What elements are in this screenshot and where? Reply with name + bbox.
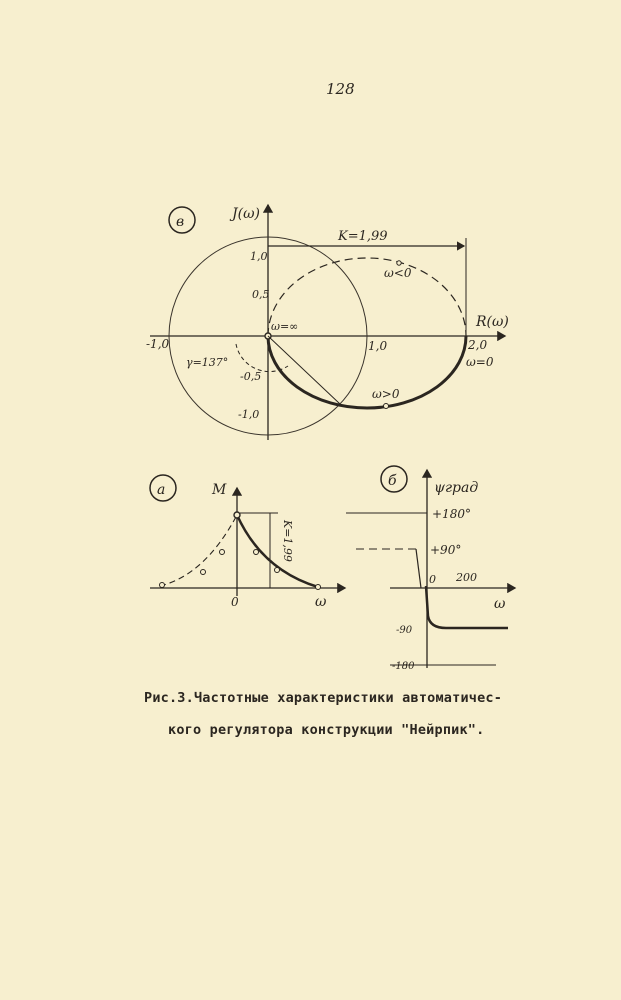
amp-origin: 0 <box>231 595 239 609</box>
tick-y-m1: -1,0 <box>238 408 259 421</box>
omega-inf-label: ω=∞ <box>271 320 298 333</box>
panel-label-b: б <box>388 473 397 489</box>
amp-x-label: ω <box>315 594 327 610</box>
amp-k-label: K=1,99 <box>281 519 294 562</box>
amp-pt-6 <box>315 584 321 590</box>
tick-x-m1: -1,0 <box>146 337 170 351</box>
page-number: 128 <box>326 80 355 98</box>
tick-y-1: 1,0 <box>250 250 268 263</box>
tick-m90: -90 <box>396 625 413 636</box>
diagram-v: в J(ω) R(ω) K=1,99 1,0 0,5 <box>146 203 509 440</box>
phase-margin-arc <box>235 343 289 373</box>
amp-pt-4 <box>253 549 259 555</box>
omega-zero-label: ω=0 <box>466 355 494 369</box>
tick-0: 0 <box>429 573 436 586</box>
point-pos <box>383 403 389 409</box>
amp-pt-3 <box>219 549 225 555</box>
phase-x-label: ω <box>494 596 506 612</box>
amp-curve-left <box>159 514 238 587</box>
diagram-a: а М 0 ω K=1,99 <box>149 474 347 610</box>
point-neg <box>396 260 402 266</box>
tick-x-1: 1,0 <box>368 339 387 353</box>
phase-margin-line <box>267 335 341 405</box>
phase-drop-dashed <box>415 548 422 589</box>
amp-pt-1 <box>159 582 165 588</box>
tick-90: +90° <box>430 543 461 557</box>
panel-label-a: а <box>157 482 165 498</box>
tick-x-2: 2,0 <box>467 338 487 352</box>
unit-circle <box>168 236 368 436</box>
tick-m180: -180 <box>392 661 415 672</box>
k-label-v: K=1,99 <box>337 229 388 244</box>
nyquist-negative-branch <box>267 257 467 337</box>
amp-peak <box>233 511 241 519</box>
tick-180: +180° <box>432 507 471 521</box>
imag-axis-label: J(ω) <box>229 206 260 222</box>
omega-neg-label: ω<0 <box>384 266 412 280</box>
panel-label-v: в <box>176 214 184 230</box>
panel-label-circle-v <box>168 206 196 234</box>
tick-y-05: 0,5 <box>252 288 270 301</box>
nyquist-positive-branch <box>266 335 468 410</box>
omega-pos-label: ω>0 <box>372 387 400 401</box>
panel-label-circle-a <box>149 474 177 502</box>
phase-margin-label: γ=137° <box>186 356 228 369</box>
phase-curve <box>424 585 508 630</box>
caption-line-2: кого регулятора конструкции "Нейрпик". <box>168 722 485 738</box>
amp-curve-right <box>235 514 319 589</box>
phase-y-label: ψград <box>434 480 478 496</box>
real-axis-label: R(ω) <box>475 314 509 330</box>
caption-line-1: Рис.3.Частотные характеристики автоматич… <box>144 690 503 706</box>
tick-y-m05: -0,5 <box>240 370 261 383</box>
amp-y-label: М <box>211 482 227 498</box>
diagram-b: б ψград ω +180° +90° 0 200 -90 -180 <box>346 465 517 672</box>
tick-200: 200 <box>455 571 477 584</box>
panel-label-circle-b <box>380 465 408 493</box>
amp-pt-2 <box>200 569 206 575</box>
amp-pt-5 <box>274 567 280 573</box>
